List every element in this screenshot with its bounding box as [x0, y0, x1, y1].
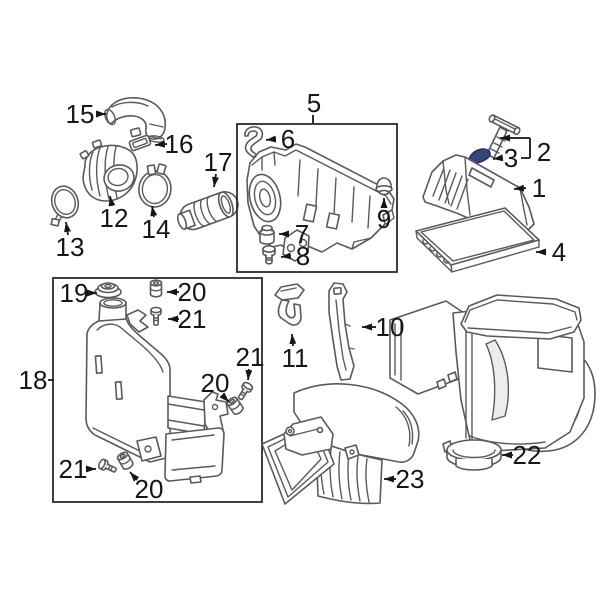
part-16-duct-clamp[interactable] — [128, 134, 152, 152]
callout-4[interactable]: 4 — [536, 237, 566, 267]
callout-19-label: 19 — [60, 278, 89, 308]
callout-6-label: 6 — [281, 124, 295, 154]
callout-20-top[interactable]: 20 — [167, 277, 206, 307]
callout-1[interactable]: 1 — [513, 173, 546, 203]
part-20-mount-right[interactable] — [226, 396, 245, 416]
callout-9[interactable]: 9 — [377, 198, 391, 234]
callout-22-label: 22 — [513, 440, 542, 470]
callout-10[interactable]: 10 — [362, 312, 404, 342]
callout-20-right-label: 20 — [201, 368, 230, 398]
callout-3[interactable]: 3 — [492, 143, 518, 173]
callout-23[interactable]: 23 — [384, 464, 424, 494]
part-9-grommet[interactable] — [375, 177, 393, 196]
part-8-bolt[interactable] — [262, 245, 276, 265]
callout-23-label: 23 — [396, 464, 425, 494]
callout-8[interactable]: 8 — [280, 241, 310, 271]
callout-4-label: 4 — [552, 237, 566, 267]
callout-20-bottom[interactable]: 20 — [129, 471, 164, 504]
callout-21-top[interactable]: 21 — [168, 304, 206, 334]
callout-14-label: 14 — [142, 214, 171, 244]
callout-18[interactable]: 18 — [19, 365, 54, 395]
callout-20-right[interactable]: 20 — [201, 368, 230, 403]
callout-7-label: 7 — [295, 219, 309, 249]
callout-7[interactable]: 7 — [279, 219, 309, 249]
part-21-bolt-right[interactable] — [236, 381, 254, 401]
callout-5[interactable]: 5 — [307, 88, 321, 123]
callout-13[interactable]: 13 — [56, 221, 85, 262]
callout-21-right-label: 21 — [236, 342, 265, 372]
callout-21-right[interactable]: 21 — [236, 342, 265, 381]
callout-11[interactable]: 11 — [282, 333, 309, 373]
callout-2-label: 2 — [537, 137, 551, 167]
callout-17[interactable]: 17 — [204, 147, 233, 188]
part-20-mount-bottom[interactable] — [116, 451, 134, 471]
callout-12-label: 12 — [100, 203, 129, 233]
part-6-hook-clip[interactable] — [244, 126, 264, 158]
callout-21-top-label: 21 — [178, 304, 207, 334]
callout-17-label: 17 — [204, 147, 233, 177]
callout-8-label: 8 — [296, 241, 310, 271]
callout-19[interactable]: 19 — [60, 278, 97, 308]
callout-18-label: 18 — [19, 365, 48, 395]
part-22-air-cleaner-housing[interactable] — [389, 294, 596, 471]
part-10-bracket[interactable] — [328, 282, 355, 381]
part-21-bolt-bottom[interactable] — [98, 458, 118, 475]
callout-2[interactable]: 2 — [500, 134, 551, 167]
part-14-hose-clamp[interactable] — [137, 162, 173, 209]
part-12-corrugated-elbow[interactable] — [79, 139, 138, 202]
callout-15-label: 15 — [66, 99, 95, 129]
part-13-hose-clamp[interactable] — [41, 183, 84, 228]
part-11-bracket[interactable] — [274, 283, 305, 326]
part-21-bolt-top[interactable] — [150, 306, 162, 326]
part-17-air-intake-tube[interactable] — [174, 188, 242, 234]
callout-14[interactable]: 14 — [142, 205, 171, 244]
callout-11-label: 11 — [282, 343, 309, 373]
part-7-rubber-cushion[interactable] — [259, 224, 275, 245]
callout-12[interactable]: 12 — [100, 195, 129, 233]
part-20-mount-top[interactable] — [149, 279, 163, 298]
callout-15[interactable]: 15 — [66, 99, 106, 129]
callout-16[interactable]: 16 — [154, 129, 194, 159]
part-19-cap[interactable] — [94, 282, 122, 299]
group-box-18 — [52, 277, 263, 503]
callout-9-label: 9 — [377, 204, 391, 234]
callout-20-top-label: 20 — [178, 277, 207, 307]
callout-5-label: 5 — [307, 88, 321, 118]
callout-20-bottom-label: 20 — [135, 474, 164, 504]
callout-13-label: 13 — [56, 232, 85, 262]
callout-3-label: 3 — [504, 143, 518, 173]
callout-21-bottom[interactable]: 21 — [59, 454, 96, 484]
part-23-air-intake-tube[interactable] — [261, 383, 420, 505]
callout-22[interactable]: 22 — [502, 440, 541, 470]
callout-1-label: 1 — [532, 173, 546, 203]
callout-10-label: 10 — [376, 312, 405, 342]
part-4-filter-element[interactable] — [415, 207, 540, 273]
part-15-air-inlet-duct[interactable] — [103, 97, 167, 143]
callout-16-label: 16 — [165, 129, 194, 159]
callout-6[interactable]: 6 — [265, 124, 295, 154]
group-box-5 — [236, 123, 398, 273]
callout-21-bottom-label: 21 — [59, 454, 88, 484]
part-18-resonator-tank[interactable] — [85, 297, 229, 484]
